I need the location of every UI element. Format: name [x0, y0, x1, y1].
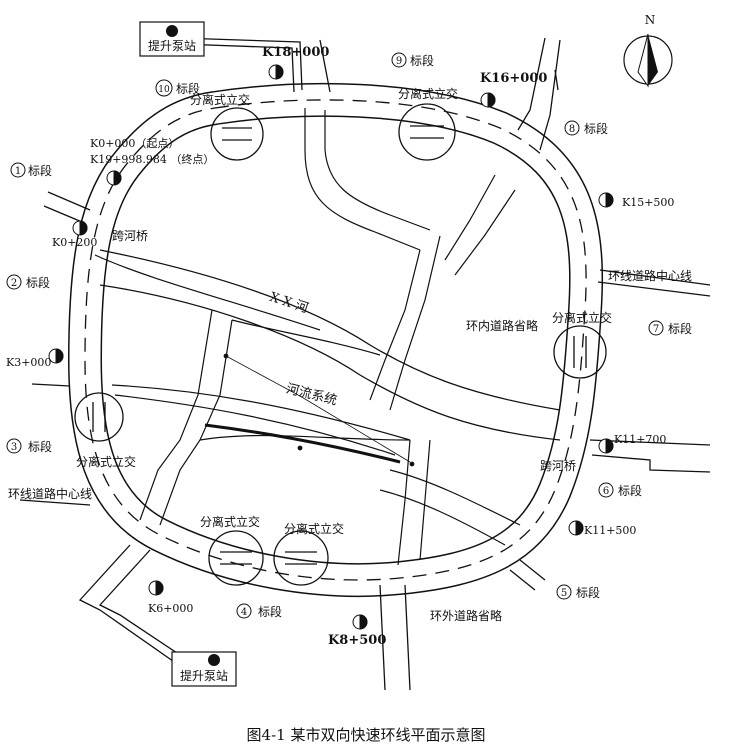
north-label: N — [645, 13, 656, 27]
section-8: 8 标段 — [564, 120, 608, 136]
stake-labels: K18+000 K16+000 K15+500 K0+000（起点） K19+9… — [6, 45, 674, 648]
pump-station-label: 提升泵站 — [148, 38, 196, 53]
inner-road-label: 环内道路省略 — [466, 318, 538, 333]
interchange-label: 分离式立交 — [76, 454, 136, 469]
stake-label: K6+000 — [148, 602, 193, 615]
stake-label: K16+000 — [480, 71, 547, 86]
section-6: 6 标段 — [598, 482, 642, 498]
svg-text:标段: 标段 — [668, 321, 692, 336]
interchange-label: 分离式立交 — [200, 514, 260, 529]
stake-marker-icon — [352, 614, 368, 630]
stake-marker-icon — [598, 192, 614, 208]
stake-marker-icon — [480, 92, 496, 108]
svg-text:8: 8 — [569, 124, 575, 135]
external-roads — [19, 37, 711, 691]
stake-markers — [48, 64, 614, 630]
centerline-label: 环线道路中心线 — [608, 268, 692, 283]
section-7: 7 标段 — [648, 320, 692, 336]
interchange-top-left — [210, 107, 264, 161]
interchange-bottom-left — [208, 530, 264, 586]
pump-station-top: 提升泵站 — [139, 21, 205, 57]
stake-label: K0+200 — [52, 236, 97, 249]
svg-text:标段: 标段 — [618, 483, 642, 498]
stake-marker-icon — [568, 520, 584, 536]
stake-label: K11+500 — [584, 524, 636, 537]
svg-text:标段: 标段 — [258, 604, 282, 619]
section-10: 10 标段 — [155, 79, 200, 97]
section-labels: 1 标段 2 标段 3 标段 4 标段 5 标段 6 标段 7 标段 8 标段 9 标段 10 标段 — [6, 52, 692, 619]
north-arrow-icon: N — [623, 13, 673, 88]
ring-road — [85, 100, 586, 580]
svg-text:6: 6 — [603, 486, 609, 497]
outer-road-label: 环外道路省略 — [430, 608, 502, 623]
stake-label: K0+000（起点） — [90, 137, 179, 150]
pump-station-label: 提升泵站 — [180, 668, 228, 683]
svg-text:标段: 标段 — [410, 53, 434, 68]
river-system-label: 河流系统 — [284, 382, 338, 409]
stake-marker-icon — [598, 438, 614, 454]
pump-station-bottom: 提升泵站 — [171, 651, 237, 687]
section-3: 3 标段 — [6, 438, 52, 454]
svg-text:9: 9 — [396, 56, 402, 67]
svg-text:10: 10 — [158, 85, 170, 95]
svg-text:标段: 标段 — [26, 275, 50, 290]
bridge-label: 跨河桥 — [112, 229, 148, 243]
section-9: 9 标段 — [391, 52, 434, 68]
river-label: X X 河 — [268, 290, 310, 317]
svg-text:标段: 标段 — [28, 163, 52, 178]
stake-marker-icon — [148, 580, 164, 596]
section-5: 5 标段 — [556, 584, 600, 600]
stake-marker-icon — [48, 348, 64, 364]
interchange-label: 分离式立交 — [190, 92, 250, 107]
interchange-top-right — [398, 103, 456, 161]
svg-text:3: 3 — [11, 442, 17, 453]
section-2: 2 标段 — [6, 274, 50, 290]
interchange-left — [74, 392, 124, 442]
interchange-bottom-right — [273, 530, 329, 586]
stake-label: K3+000 — [6, 356, 51, 369]
interchange-label: 分离式立交 — [284, 521, 344, 536]
stake-label: K11+700 — [614, 433, 666, 446]
svg-text:2: 2 — [11, 278, 17, 289]
figure-caption: 图4-1 某市双向快速环线平面示意图 — [246, 726, 486, 744]
stake-label: K15+500 — [622, 196, 674, 209]
svg-text:4: 4 — [241, 607, 247, 618]
stake-label: K8+500 — [328, 633, 386, 648]
section-1: 1 标段 — [10, 162, 52, 178]
centerline-label: 环线道路中心线 — [8, 486, 92, 501]
section-4: 4 标段 — [236, 603, 282, 619]
inner-roads — [94, 108, 521, 566]
stake-label: K19+998.984 （终点） — [90, 152, 214, 166]
svg-text:标段: 标段 — [584, 121, 608, 136]
stake-label: K18+000 — [262, 45, 329, 60]
stake-marker-icon — [268, 64, 284, 80]
river — [99, 249, 561, 464]
bridge-label: 跨河桥 — [540, 459, 576, 473]
interchange-right — [553, 325, 607, 379]
svg-text:标段: 标段 — [576, 585, 600, 600]
svg-text:1: 1 — [15, 166, 21, 177]
leader-lines — [223, 353, 415, 467]
interchange-label: 分离式立交 — [398, 86, 458, 101]
stake-marker-icon — [72, 220, 88, 236]
svg-text:7: 7 — [653, 324, 659, 335]
interchanges — [74, 103, 607, 586]
svg-text:标段: 标段 — [28, 439, 52, 454]
svg-text:标段: 标段 — [176, 81, 200, 96]
svg-text:5: 5 — [561, 588, 567, 599]
stake-marker-icon — [106, 170, 122, 186]
interchange-label: 分离式立交 — [552, 310, 612, 325]
